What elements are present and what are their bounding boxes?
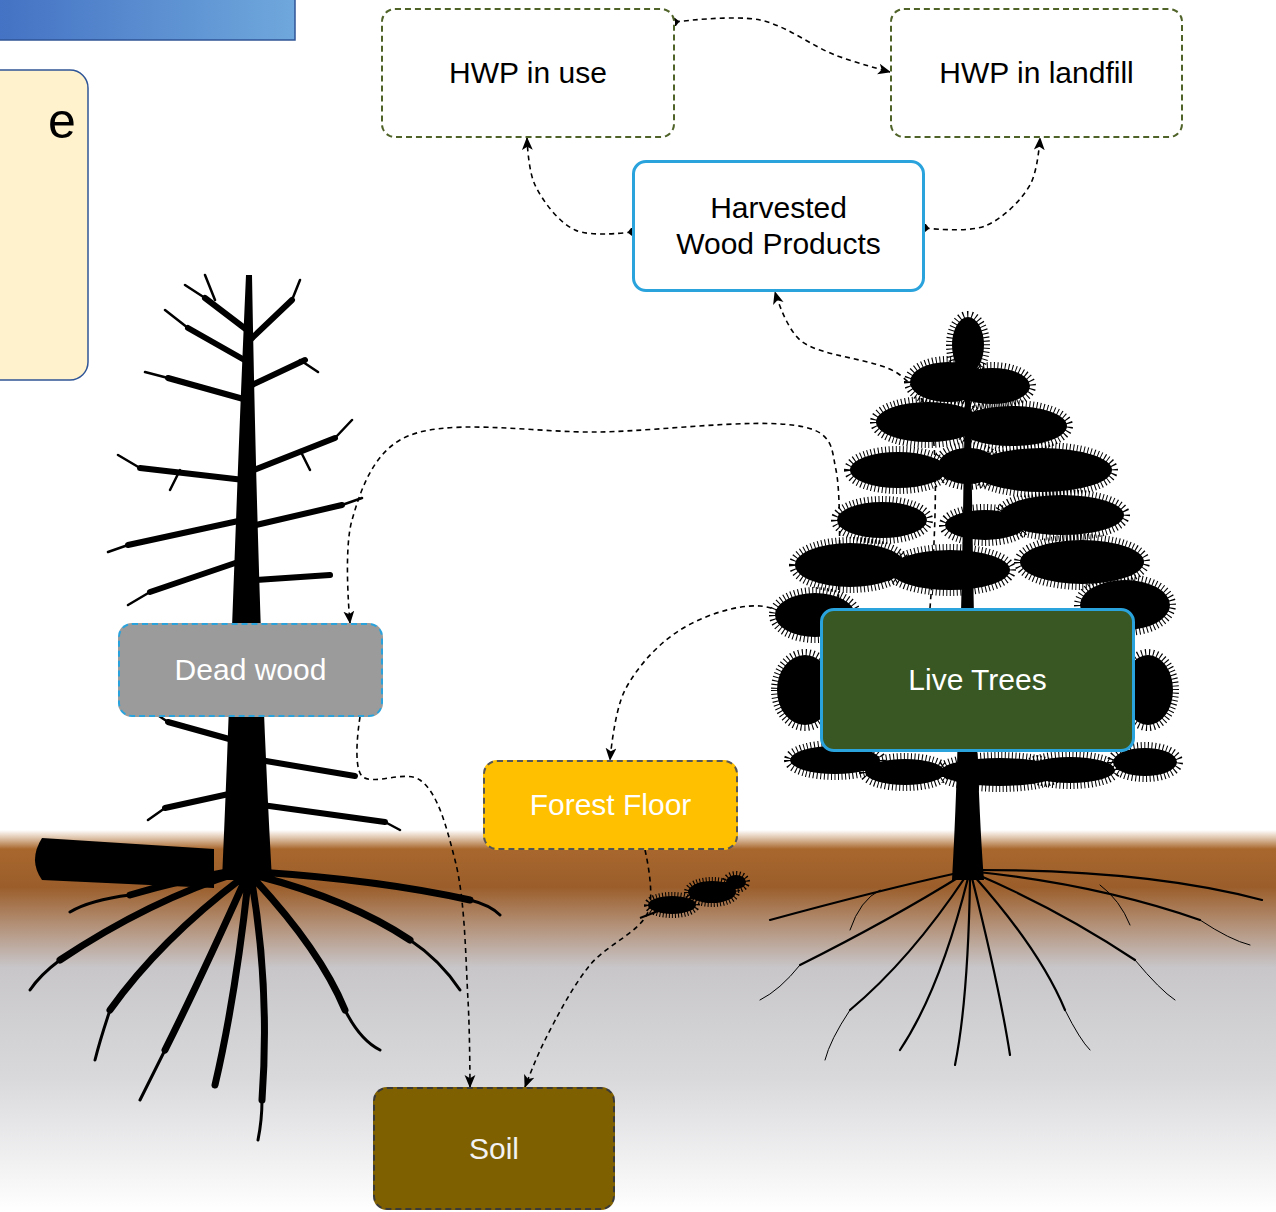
flow-arrow — [347, 423, 839, 623]
node-label: HWP in use — [449, 55, 607, 91]
header-bar — [0, 0, 295, 40]
shrub — [648, 875, 746, 914]
product-pool-box: HWP in landfill — [890, 8, 1183, 138]
flow-arrow — [527, 138, 632, 234]
node-label: Soil — [469, 1131, 519, 1167]
pine-canopy — [775, 317, 1177, 786]
live-tree-fine-roots — [760, 885, 1250, 1060]
carbon-pool-box: Harvested Wood Products — [632, 160, 925, 292]
ground — [0, 830, 1276, 1212]
fragment-text: e — [48, 96, 76, 146]
node-label: Forest Floor — [530, 787, 692, 823]
flow-arrow — [775, 292, 935, 608]
flow-arrow — [925, 138, 1040, 230]
node-label: Dead wood — [175, 652, 327, 688]
flow-arrow — [357, 717, 470, 1087]
dead-tree-roots — [60, 870, 470, 1100]
node-label: Harvested Wood Products — [672, 190, 886, 262]
dead-tree-twigs — [108, 275, 400, 830]
flow-arrow — [610, 606, 820, 760]
carbon-pool-box: Dead wood — [118, 623, 383, 717]
live-tree-roots — [770, 870, 1262, 1065]
flow-arrow — [525, 850, 651, 1087]
flow-arrow — [675, 18, 890, 72]
carbon-pool-box: Soil — [373, 1087, 615, 1210]
product-pool-box: HWP in use — [381, 8, 675, 138]
carbon-pool-box: Forest Floor — [483, 760, 738, 850]
node-label: Live Trees — [908, 662, 1046, 698]
note-panel — [0, 70, 88, 380]
carbon-pool-box: Live Trees — [820, 608, 1135, 752]
node-label: HWP in landfill — [939, 55, 1134, 91]
